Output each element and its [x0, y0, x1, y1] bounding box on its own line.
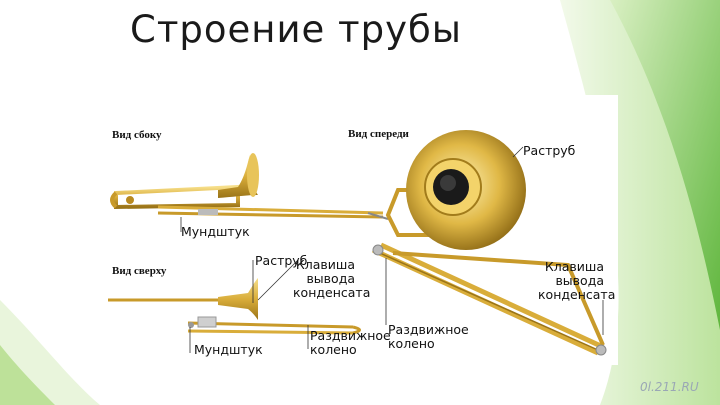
top-view-label: Вид сверху — [112, 265, 167, 277]
slide-front-label: Раздвижное колено — [388, 322, 469, 351]
diagram-panel: Вид сбоку Вид спереди Вид сверху Раструб… — [98, 95, 618, 365]
top-view-trombone — [108, 278, 361, 335]
label-leader-lines — [180, 146, 604, 353]
side-view-trombone — [110, 153, 389, 220]
bell-front-label: Раструб — [523, 143, 576, 158]
bell-top-label: Раструб — [255, 253, 308, 268]
mouthpiece-top-label: Мундштук — [194, 342, 263, 357]
front-view-label: Вид спереди — [348, 128, 409, 140]
water-key-top-label: Клавиша вывода конденсата — [293, 257, 371, 300]
mouthpiece-side-label: Мундштук — [181, 224, 250, 239]
trombone-illustrations — [108, 130, 607, 356]
front-view-trombone — [371, 130, 607, 356]
watermark: 0l.211.RU — [640, 380, 699, 394]
water-key-front-label: Клавиша вывода конденсата — [538, 259, 616, 302]
side-view-label: Вид сбоку — [112, 129, 162, 141]
slide-top-label: Раздвижное колено — [310, 328, 391, 357]
slide-title: Строение трубы — [130, 8, 463, 51]
